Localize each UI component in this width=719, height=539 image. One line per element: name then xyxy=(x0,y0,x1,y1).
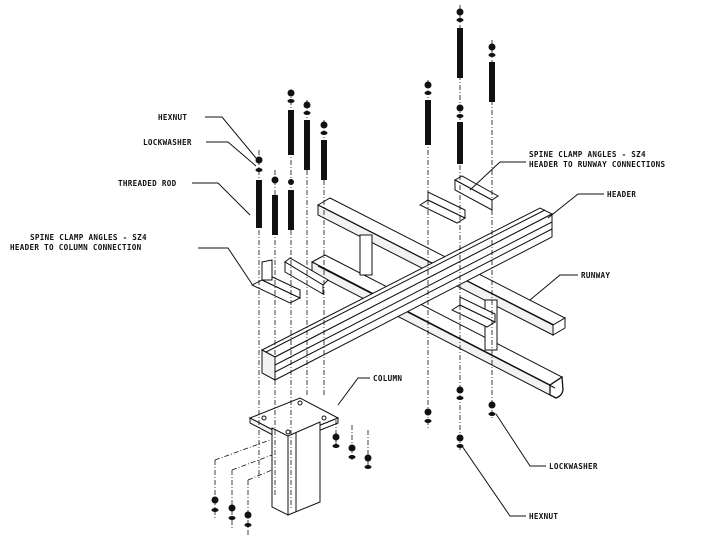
spine-clamp-angle-runway-right xyxy=(453,175,499,211)
label-runway: RUNWAY xyxy=(581,271,610,280)
label-threaded-rod: THREADED ROD xyxy=(118,179,177,188)
threaded-rods-left xyxy=(255,89,328,510)
threaded-rods-right xyxy=(424,5,496,450)
spine-clamp-angle-column-right xyxy=(284,257,329,295)
bottom-fasteners-column xyxy=(211,420,372,535)
label-spine-runway-line1: SPINE CLAMP ANGLES - SZ4 xyxy=(529,150,646,159)
label-hexnut-top: HEXNUT xyxy=(158,113,187,122)
label-spine-runway-line2: HEADER TO RUNWAY CONNECTIONS xyxy=(529,160,666,169)
label-header: HEADER xyxy=(607,190,636,199)
label-lockwasher-top: LOCKWASHER xyxy=(143,138,192,147)
spine-clamp-angle-column-left xyxy=(250,259,302,304)
label-hexnut-bottom: HEXNUT xyxy=(529,512,558,521)
header-beam xyxy=(260,207,554,381)
label-spine-column-line1: SPINE CLAMP ANGLES - SZ4 xyxy=(30,233,147,242)
label-lockwasher-bottom: LOCKWASHER xyxy=(549,462,598,471)
column xyxy=(248,397,340,516)
leader-lines xyxy=(192,116,604,517)
label-column: COLUMN xyxy=(373,374,402,383)
label-spine-column-line2: HEADER TO COLUMN CONNECTION xyxy=(10,243,142,252)
spine-clamp-angle-runway-left xyxy=(418,191,467,224)
